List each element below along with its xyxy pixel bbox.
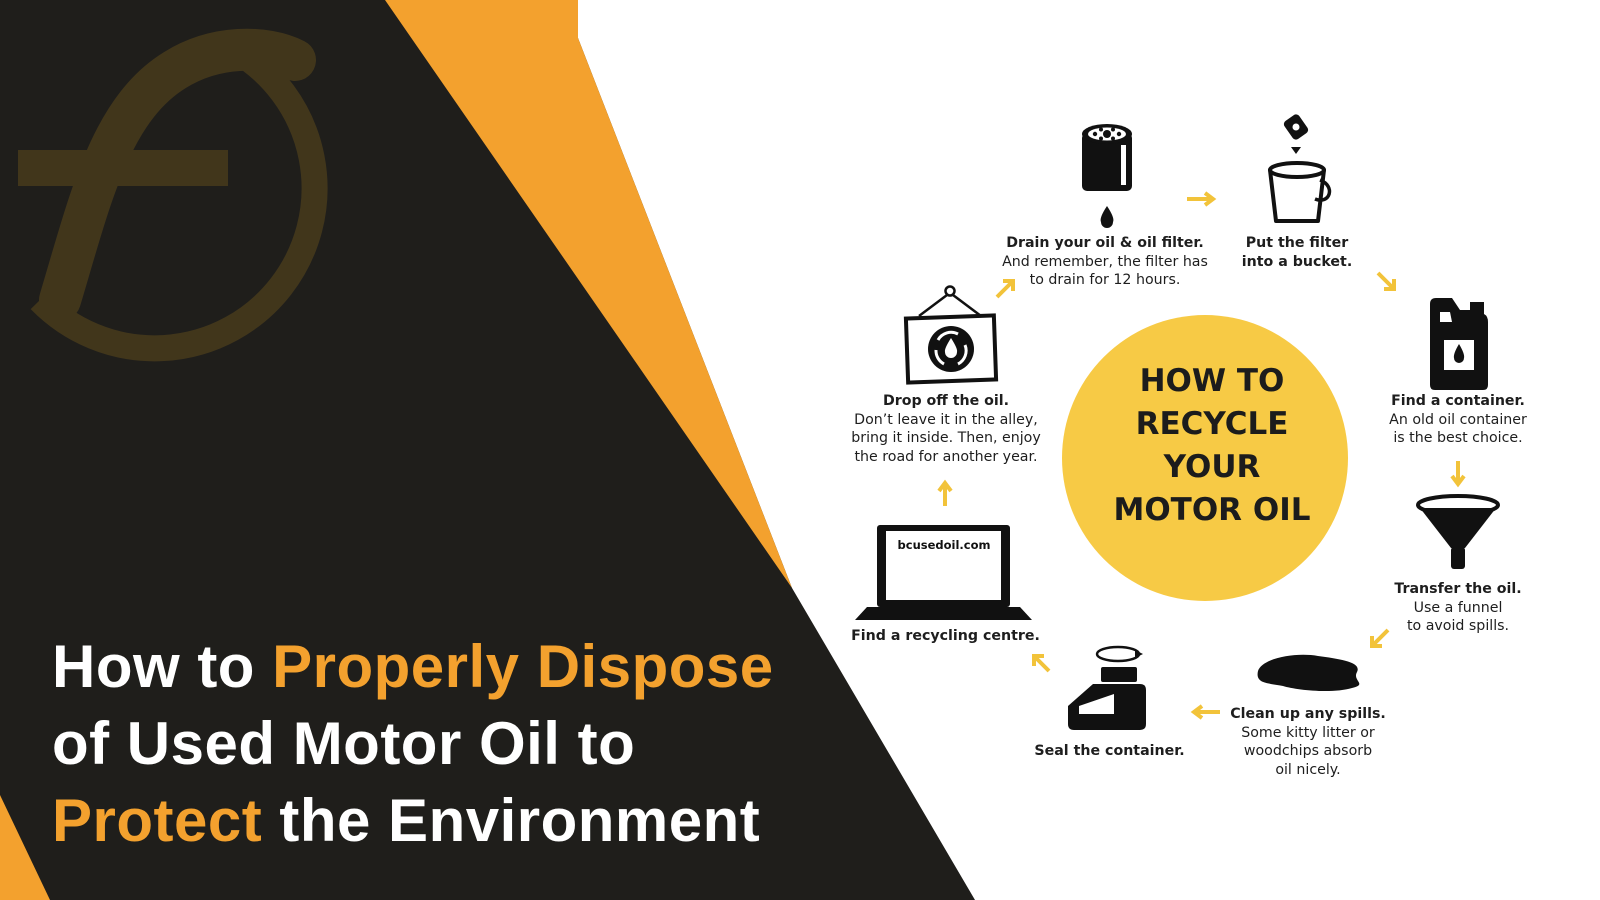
step-transfer: Transfer the oil. Use a funnel to avoid … — [1378, 580, 1538, 636]
oil-spill-icon — [1257, 654, 1360, 692]
arrow-head-icon — [1384, 279, 1396, 291]
headline-part-5: the Environment — [262, 787, 761, 854]
arrow-icon — [1032, 654, 1051, 673]
step-description: Some kitty litter or — [1241, 724, 1375, 741]
arrow-icon — [1370, 628, 1390, 648]
step-description: to drain for 12 hours. — [1029, 272, 1181, 288]
orange-stripe — [385, 0, 792, 588]
funnel-icon — [1416, 494, 1500, 569]
step-title: into a bucket. — [1241, 253, 1353, 270]
arrow-head-icon — [1203, 191, 1217, 207]
step-title: Transfer the oil. — [1394, 581, 1522, 597]
step-drain: Drain your oil & oil filter. And remembe… — [985, 234, 1225, 290]
bucket-icon — [1268, 114, 1332, 223]
headline-highlight-1: Properly Dispose — [272, 633, 774, 700]
step-description: to avoid spills. — [1406, 618, 1510, 634]
step-title: Find a recycling centre. — [851, 628, 1040, 644]
headline-part-3: of Used Motor Oil to — [52, 710, 636, 777]
center-title-line: MOTOR OIL — [1113, 492, 1311, 528]
step-description: Don’t leave it in the alley, — [854, 411, 1038, 428]
step-bucket: Put the filter into a bucket. — [1227, 234, 1367, 271]
step-description: is the best choice. — [1393, 430, 1523, 446]
oil-container-icon — [1430, 298, 1488, 390]
step-description: oil nicely. — [1275, 761, 1341, 778]
step-description: An old oil container — [1389, 411, 1527, 428]
arrow-head-icon — [937, 479, 953, 493]
arrow-head-icon — [1003, 279, 1015, 291]
center-title-line: HOW TO — [1139, 363, 1285, 399]
flow-arrows — [937, 191, 1466, 720]
step-recycling-centre: Find a recycling centre. — [848, 627, 1043, 646]
step-drop-off: Drop off the oil. Don’t leave it in the … — [842, 392, 1050, 466]
laptop-url: bcusedoil.com — [897, 538, 991, 552]
step-title: Seal the container. — [1034, 743, 1185, 759]
arrow-head-icon — [1032, 654, 1044, 666]
arrow-head-icon — [1450, 474, 1466, 488]
center-circle — [1062, 315, 1348, 601]
dark-panel — [0, 0, 975, 900]
recycle-sign-icon — [903, 285, 999, 385]
headline-highlight-2: Protect — [52, 787, 263, 854]
step-description: Use a funnel — [1413, 599, 1503, 616]
step-title: Put the filter — [1245, 235, 1349, 251]
arrow-icon — [1376, 271, 1396, 291]
step-description: And remember, the filter has — [1002, 253, 1208, 270]
sealed-container-icon — [1068, 645, 1146, 730]
arrow-icon — [995, 279, 1015, 299]
step-spills: Clean up any spills. Some kitty litter o… — [1218, 705, 1398, 779]
step-description: bring it inside. Then, enjoy — [851, 430, 1041, 446]
laptop-icon — [855, 525, 1032, 620]
step-title: Clean up any spills. — [1230, 706, 1386, 722]
step-description: the road for another year. — [854, 448, 1038, 465]
step-seal: Seal the container. — [1022, 742, 1197, 761]
center-title-line: YOUR — [1163, 449, 1261, 485]
step-container: Find a container. An old oil container i… — [1378, 392, 1538, 448]
orange-corner — [0, 795, 50, 900]
headline: How to Properly Dispose of Used Motor Oi… — [52, 628, 872, 859]
headline-part-1: How to — [52, 633, 273, 700]
step-title: Drain your oil & oil filter. — [1006, 235, 1204, 251]
center-title: HOW TO RECYCLE YOUR MOTOR OIL — [1062, 360, 1362, 532]
logo-watermark-icon — [18, 28, 328, 362]
arrow-head-icon — [1370, 636, 1382, 648]
step-title: Drop off the oil. — [882, 393, 1010, 409]
center-title-line: RECYCLE — [1135, 406, 1289, 442]
arrow-head-icon — [1190, 704, 1204, 720]
oil-filter-icon — [1082, 124, 1132, 228]
step-description: woodchips absorb — [1243, 743, 1373, 759]
step-title: Find a container. — [1391, 393, 1525, 409]
